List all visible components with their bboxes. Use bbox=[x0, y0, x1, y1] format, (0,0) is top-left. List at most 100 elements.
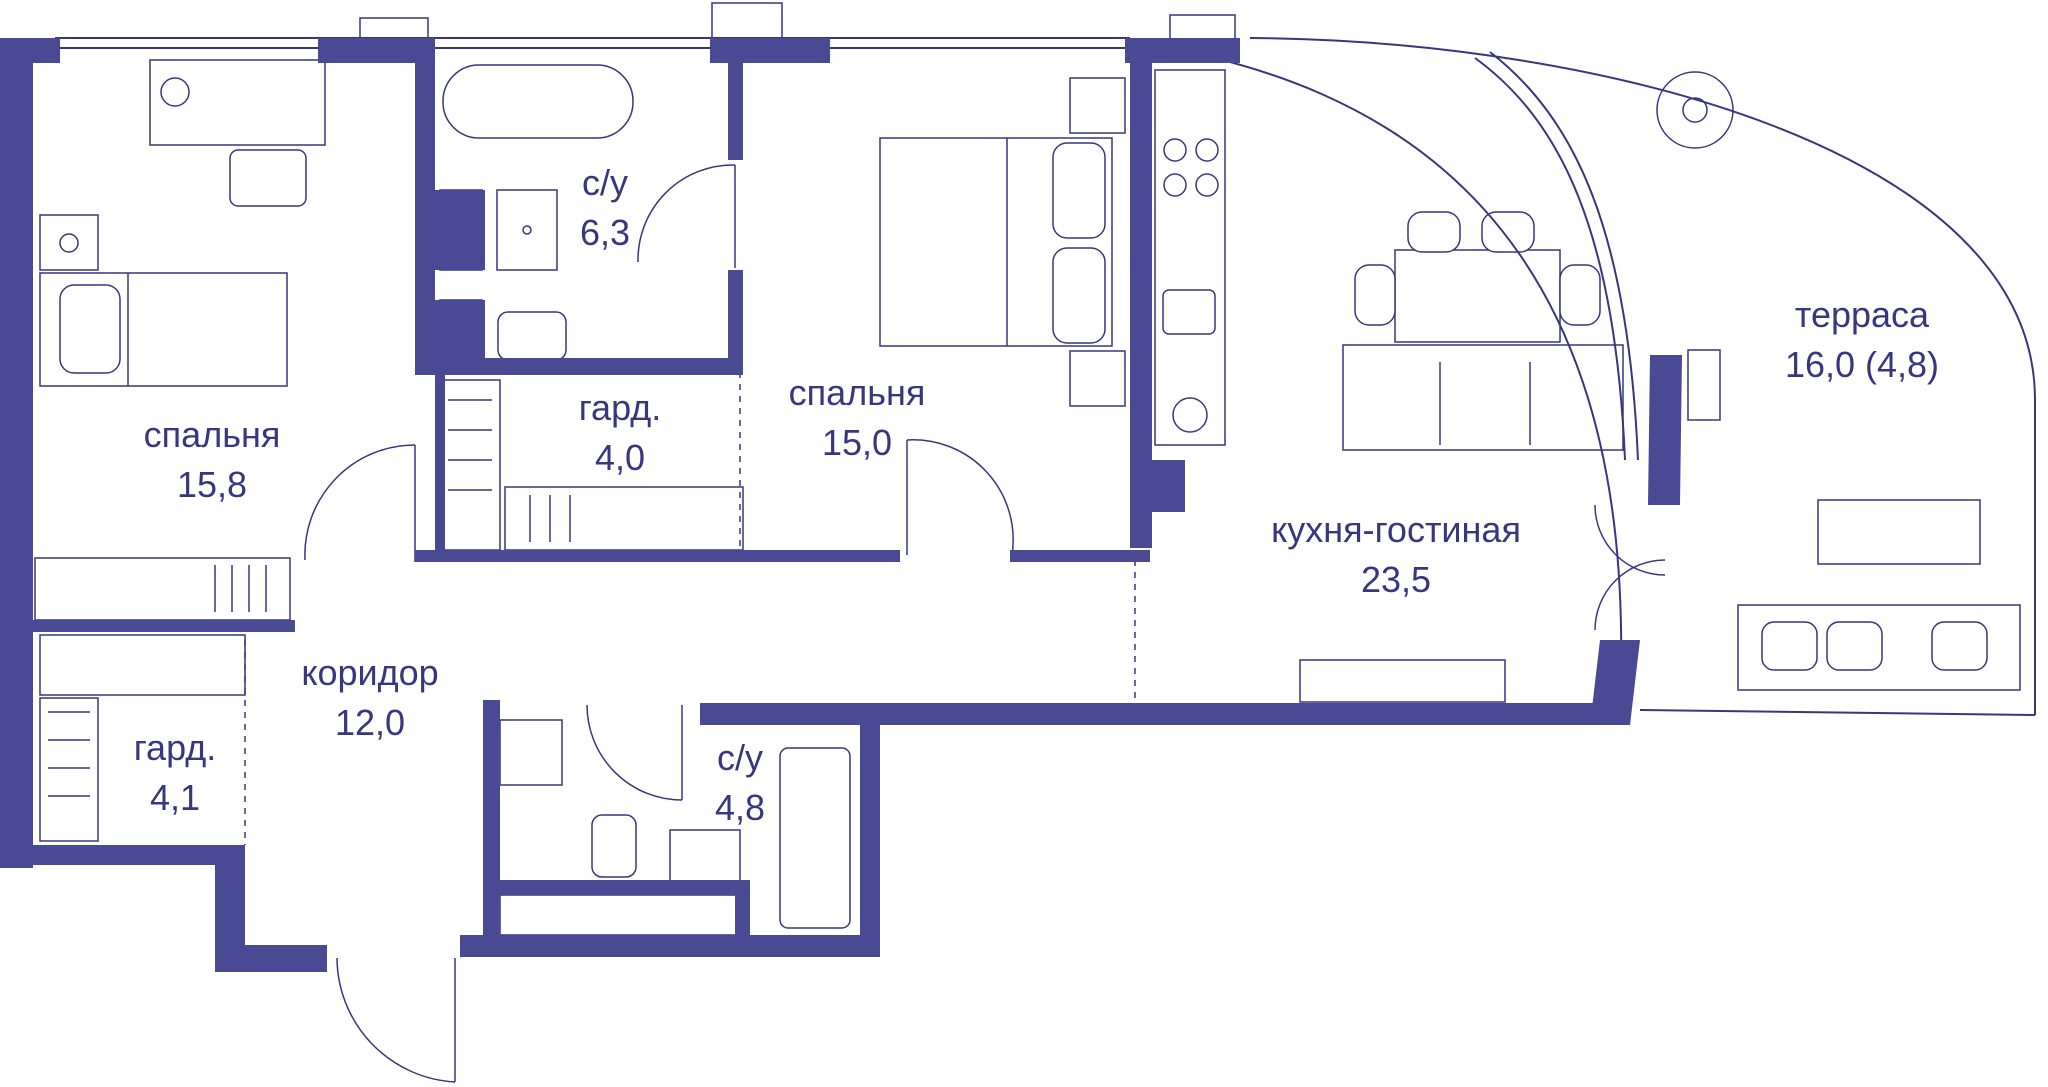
window-2 bbox=[711, 2, 783, 39]
toilet-top bbox=[497, 311, 567, 361]
wall-bedroom-left-bottom bbox=[33, 620, 295, 632]
pillow-2 bbox=[1052, 247, 1106, 344]
wall-top-2 bbox=[710, 38, 830, 63]
washing-machine bbox=[499, 719, 563, 786]
room-area-bathroom-top: 6,3 bbox=[580, 212, 630, 253]
nightstand-2 bbox=[1069, 350, 1126, 407]
wardrobe-horizontal bbox=[504, 486, 744, 551]
room-name-wardrobe-mid: гард. bbox=[579, 387, 662, 428]
wall-top-left-corner bbox=[0, 38, 60, 63]
chair-2 bbox=[1481, 211, 1535, 253]
door-terrace-2 bbox=[1594, 559, 1666, 631]
room-area-terrace: 16,0 (4,8) bbox=[1785, 344, 1939, 385]
wall-closet-2 bbox=[435, 300, 485, 362]
room-name-wardrobe-left: гард. bbox=[134, 727, 217, 768]
nightstand bbox=[39, 214, 99, 271]
chair-1 bbox=[1407, 211, 1461, 253]
door-bath-top bbox=[637, 164, 736, 263]
room-name-corridor: коридор bbox=[301, 652, 438, 693]
wall-bath2-bottom bbox=[460, 935, 880, 957]
wall-step-bottom bbox=[215, 945, 327, 972]
wall-small-closet bbox=[1140, 460, 1185, 512]
room-name-kitchen-living: кухня-гостиная bbox=[1271, 509, 1521, 550]
cushion-2 bbox=[1826, 621, 1883, 671]
wall-closet-1 bbox=[435, 190, 485, 270]
bathtub-bottom bbox=[779, 747, 851, 929]
room-area-bathroom-bottom: 4,8 bbox=[715, 787, 765, 828]
wall-bath2-inner bbox=[735, 880, 750, 955]
room-name-bathroom-bottom: с/у bbox=[717, 737, 763, 778]
wall-bottom-long bbox=[700, 703, 1615, 725]
office-chair-icon bbox=[229, 149, 307, 207]
wall-mid-horizontal bbox=[415, 550, 900, 562]
desk-lamp-icon bbox=[160, 77, 190, 107]
lines-layer bbox=[55, 2, 2036, 1083]
stove-icon bbox=[1163, 138, 1219, 197]
glazed-curve bbox=[1129, 41, 1623, 701]
wall-kitchen-left bbox=[1130, 38, 1152, 548]
room-area-wardrobe-mid: 4,0 bbox=[595, 437, 645, 478]
wardrobe-hanging-left bbox=[39, 697, 99, 842]
wall-bottom-left bbox=[0, 845, 245, 865]
room-name-bedroom-left: спальня bbox=[144, 414, 281, 455]
wardrobe-shelves-left bbox=[39, 634, 246, 696]
room-area-bedroom-mid: 15,0 bbox=[822, 422, 892, 463]
kitchen-counter bbox=[1154, 69, 1226, 446]
hanger-marks-left bbox=[48, 711, 90, 797]
window-1 bbox=[359, 17, 429, 41]
wall-kitchen-corner bbox=[1590, 640, 1640, 725]
pillow bbox=[59, 284, 121, 374]
cushion-1 bbox=[1761, 621, 1818, 671]
dining-table bbox=[1394, 249, 1561, 343]
hanger-marks-mid bbox=[448, 399, 571, 542]
kitchen-sink bbox=[1162, 289, 1216, 335]
coffee-table bbox=[1817, 499, 1981, 565]
wall-bath2-right bbox=[860, 703, 880, 955]
chair-3 bbox=[1354, 264, 1396, 326]
door-bedroom-left bbox=[304, 444, 416, 561]
wall-mid-horizontal-2 bbox=[1010, 550, 1150, 562]
room-area-kitchen-living: 23,5 bbox=[1361, 559, 1431, 600]
wall-left bbox=[0, 38, 33, 868]
terrace-outer-edge bbox=[1249, 37, 2036, 715]
wall-bath2-left bbox=[483, 700, 500, 955]
room-name-terrace: терраса bbox=[1795, 294, 1930, 335]
room-name-bathroom-top: с/у bbox=[582, 162, 628, 203]
wall-bath-left bbox=[415, 38, 435, 375]
door-bath-bottom bbox=[586, 704, 683, 801]
door-terrace bbox=[1594, 504, 1666, 576]
door-entrance bbox=[336, 957, 456, 1083]
lamp-icon bbox=[59, 233, 79, 253]
bathtub-top bbox=[442, 64, 634, 139]
walls-layer bbox=[0, 38, 1682, 972]
chair-4 bbox=[1559, 264, 1601, 326]
hanger-marks bbox=[214, 565, 267, 612]
sink-drain-icon bbox=[522, 225, 532, 235]
railing bbox=[1687, 349, 1721, 421]
wardrobe-vertical bbox=[439, 379, 501, 551]
cushion-3 bbox=[1931, 621, 1988, 671]
nightstand-1 bbox=[1069, 77, 1126, 134]
room-area-wardrobe-left: 4,1 bbox=[150, 777, 200, 818]
shelf-bottom bbox=[499, 894, 741, 936]
wall-terrace-glass bbox=[1648, 355, 1682, 505]
door-bedroom-mid bbox=[906, 439, 1014, 556]
furniture-layer bbox=[34, 59, 2021, 936]
room-area-corridor: 12,0 bbox=[335, 702, 405, 743]
wall-bath-right bbox=[728, 60, 743, 160]
wall-top-1 bbox=[318, 38, 418, 63]
plant-icon bbox=[1656, 71, 1734, 149]
sink-top bbox=[496, 189, 558, 271]
wall-bath-bottom bbox=[415, 358, 743, 375]
sofa bbox=[1342, 344, 1624, 451]
window-3 bbox=[1169, 14, 1236, 41]
toilet-bottom bbox=[591, 814, 637, 878]
sink-bottom bbox=[669, 829, 741, 886]
wall-wardrobe-left bbox=[435, 375, 445, 562]
room-labels: спальня 15,8 с/у 6,3 гард. 4,0 спальня 1… bbox=[134, 162, 1939, 828]
wardrobe-closet bbox=[34, 557, 291, 621]
pillow-1 bbox=[1052, 142, 1106, 239]
fridge-icon bbox=[1172, 397, 1208, 433]
room-name-bedroom-mid: спальня bbox=[789, 372, 926, 413]
